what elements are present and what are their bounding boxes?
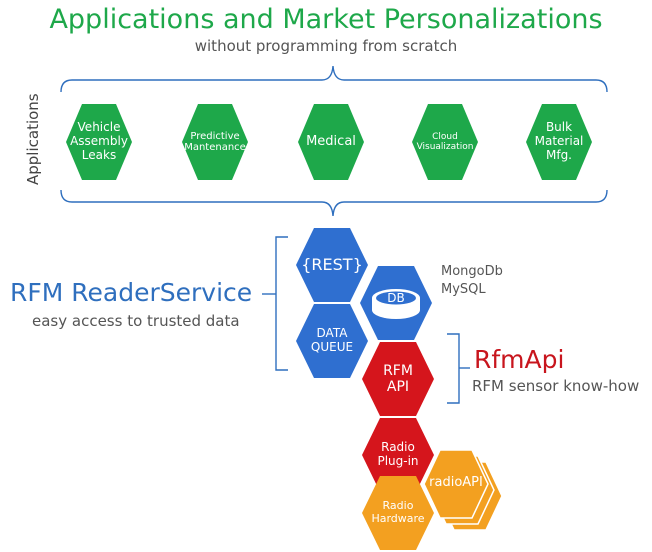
reader-service-bracket	[275, 236, 288, 371]
app-hex-predictive-maintenance: Predictive Mantenance	[182, 104, 248, 180]
data-queue-label: DATA QUEUE	[310, 326, 354, 354]
top-brace	[60, 65, 608, 93]
db-note-mysql: MySQL	[441, 282, 486, 297]
radioapi-hex-stack: radioAPI	[424, 448, 516, 532]
rfm-api-label: RFM API	[383, 362, 413, 395]
db-hex: DB	[360, 266, 432, 340]
app-hex-bulk-material-mfg: Bulk Material Mfg.	[526, 104, 592, 180]
radio-hardware-label: Radio Hardware	[371, 499, 425, 525]
rfm-api-bracket	[447, 333, 460, 404]
rfm-api-title: RfmApi	[474, 345, 565, 374]
db-engines-note: MongoDb MySQL	[441, 263, 503, 299]
app-label: Predictive Mantenance	[184, 130, 246, 154]
db-label: DB	[387, 291, 405, 306]
reader-service-subtitle: easy access to trusted data	[32, 312, 240, 330]
app-hex-medical: Medical	[298, 104, 364, 180]
bottom-brace	[60, 189, 608, 217]
app-label: Vehicle Assembly Leaks	[70, 120, 128, 162]
app-label: Bulk Material Mfg.	[534, 120, 584, 162]
page-subtitle: without programming from scratch	[194, 37, 458, 55]
app-label: Medical	[306, 133, 356, 149]
data-queue-hex: DATA QUEUE	[296, 304, 368, 378]
app-hex-vehicle-assembly-leaks: Vehicle Assembly Leaks	[66, 104, 132, 180]
radio-plugin-hex: Radio Plug-in	[362, 418, 434, 492]
radioapi-label: radioAPI	[429, 474, 483, 490]
applications-side-label: Applications	[24, 93, 42, 185]
db-note-mongodb: MongoDb	[441, 264, 503, 279]
app-hex-cloud-visualization: Cloud Visualization	[412, 104, 478, 180]
reader-service-title: RFM ReaderService	[10, 278, 253, 307]
radio-hardware-hex: Radio Hardware	[362, 476, 434, 550]
page-title: Applications and Market Personalizations	[49, 4, 603, 35]
rest-label: {REST}	[301, 254, 363, 274]
radio-plugin-label: Radio Plug-in	[377, 440, 419, 468]
rfm-api-hex: RFM API	[362, 342, 434, 416]
app-label: Cloud Visualization	[416, 131, 474, 152]
rest-hex: {REST}	[296, 228, 368, 302]
rfm-api-subtitle: RFM sensor know-how	[472, 377, 640, 395]
